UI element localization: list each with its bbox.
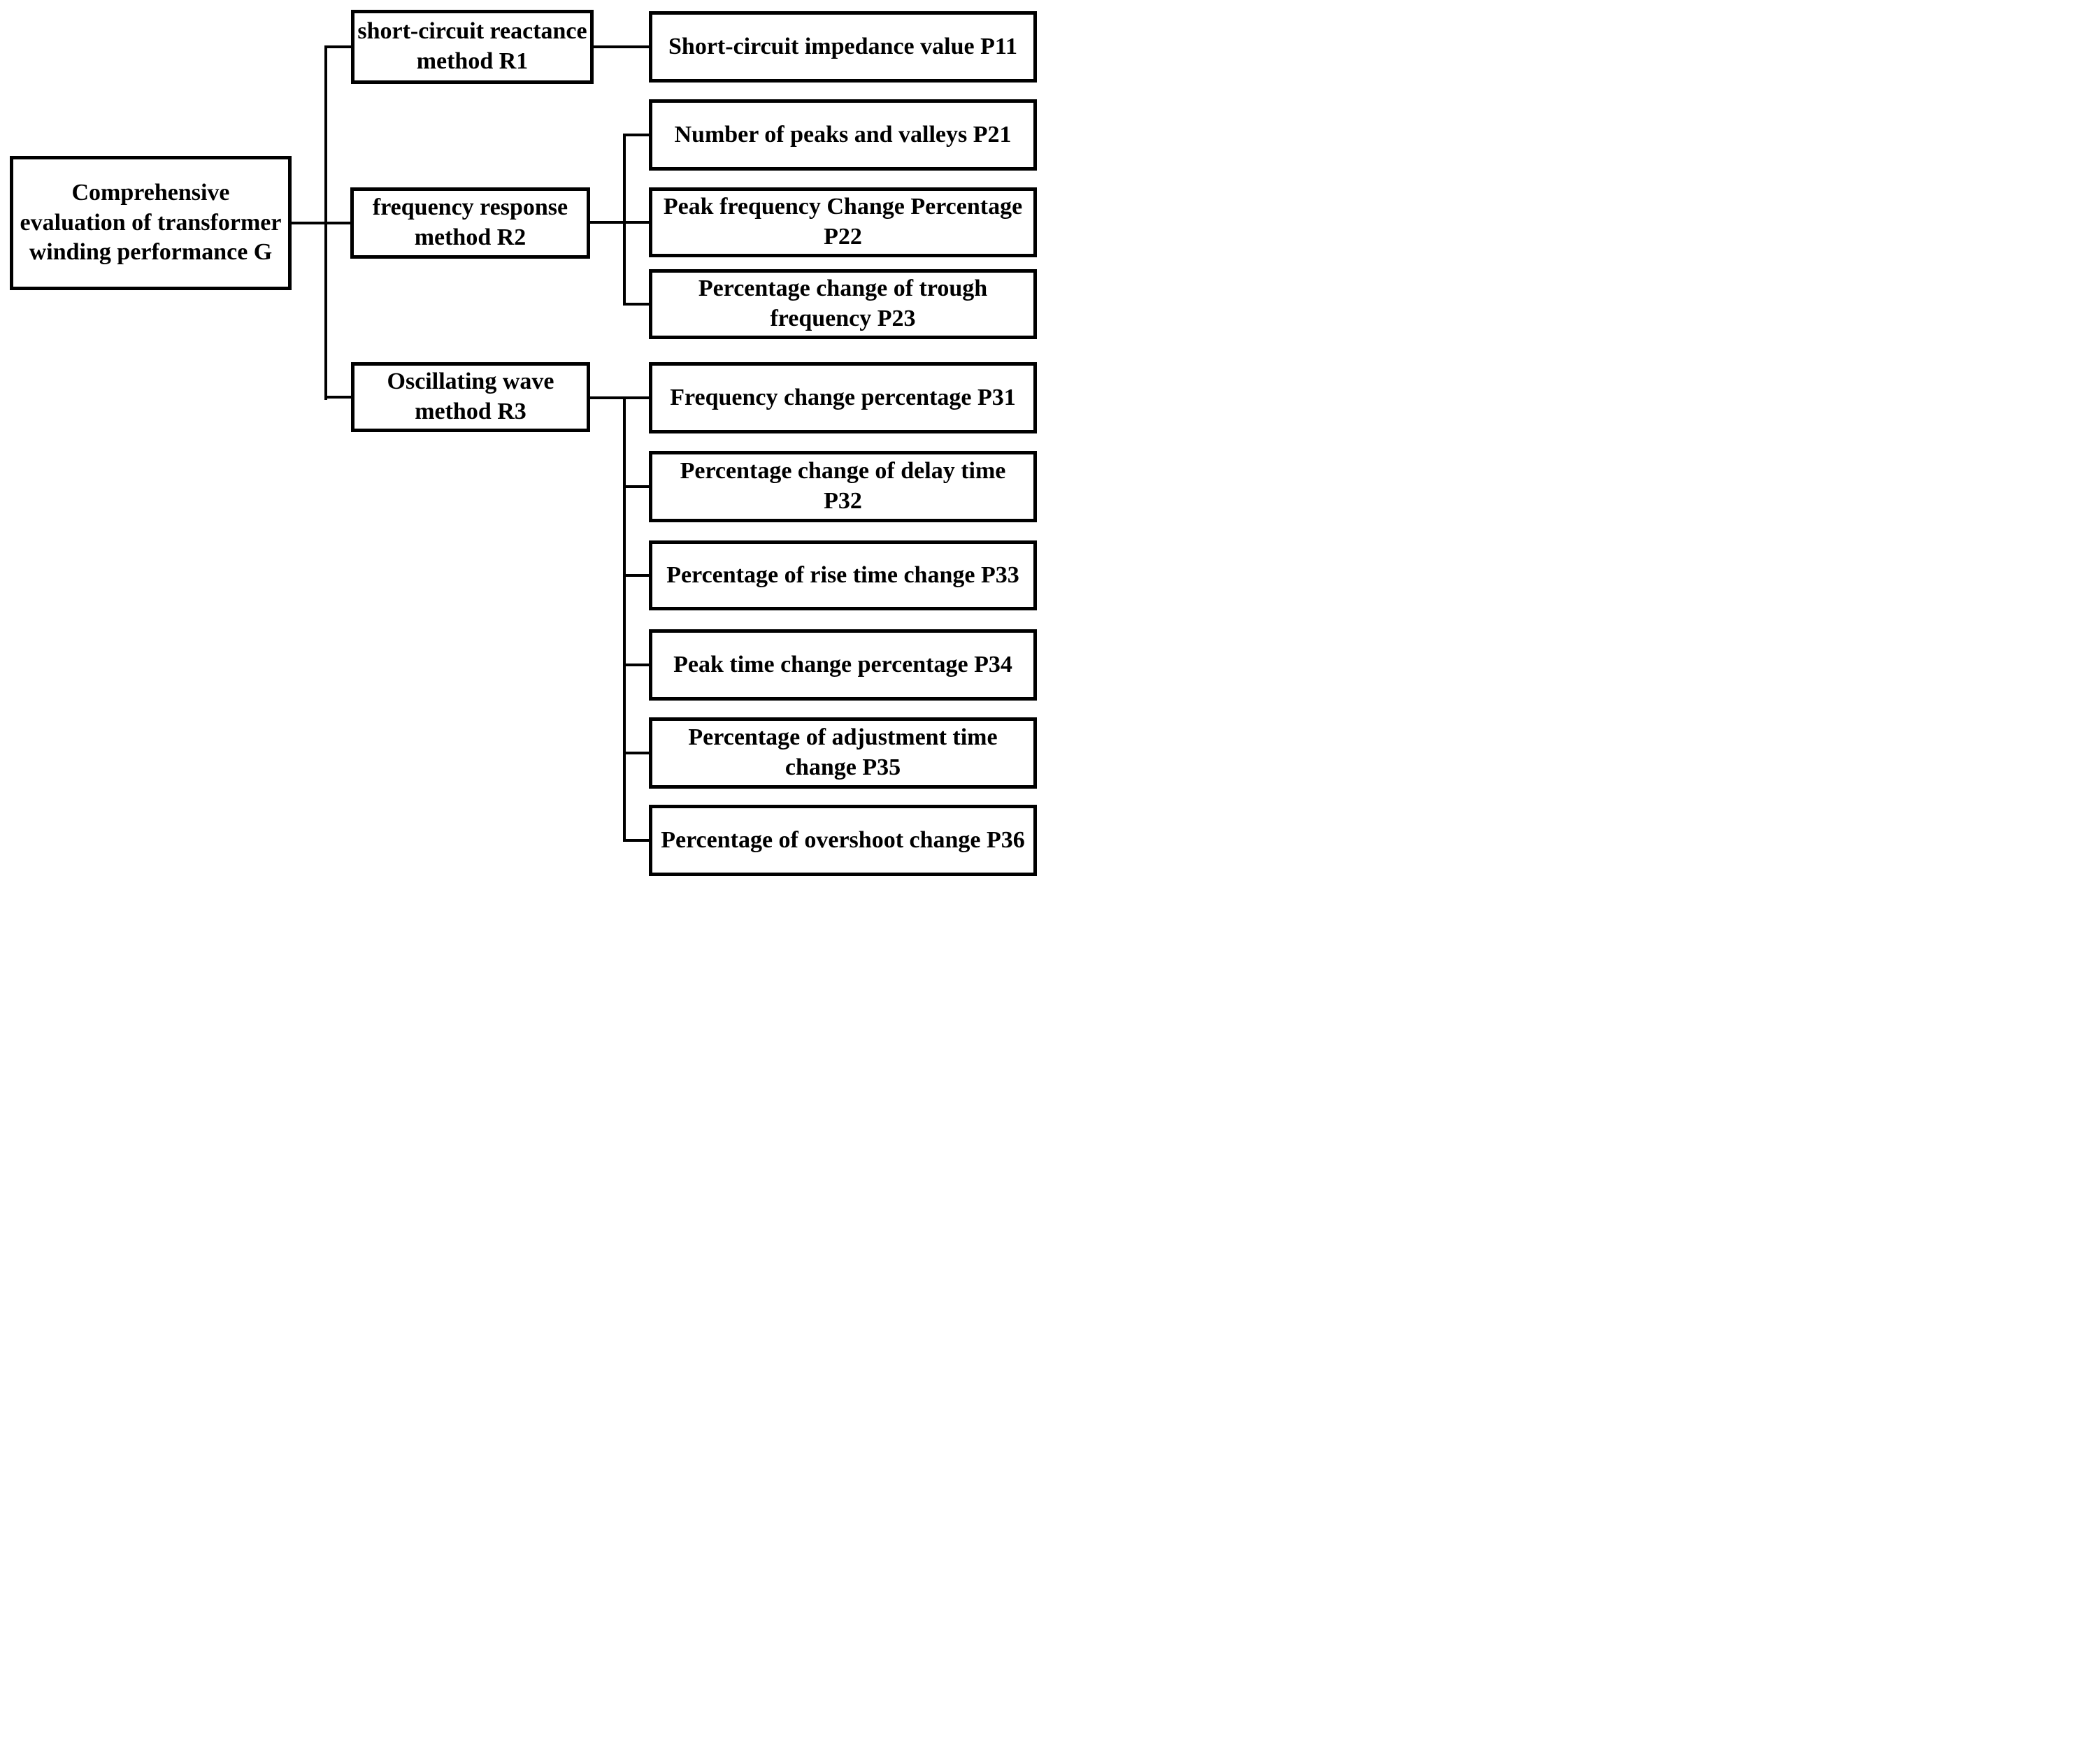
edge-r3-to-p31	[590, 396, 649, 399]
node-indicator-p32: Percentage change of delay time P32	[649, 451, 1037, 522]
edge-trunk-to-p23	[623, 303, 649, 306]
node-p22-label: Peak frequency Change Percentage P22	[663, 194, 1023, 250]
node-criterion-r1: short-circuit reactance method R1	[351, 10, 594, 84]
node-indicator-p21: Number of peaks and valleys P21	[649, 99, 1037, 171]
node-indicator-p35: Percentage of adjustment time change P35	[649, 717, 1037, 789]
edge-trunk-to-r3	[324, 396, 351, 399]
node-r1-label: short-circuit reactance method R1	[357, 18, 587, 74]
edge-trunk-to-p34	[623, 664, 649, 666]
node-indicator-p23: Percentage change of trough frequency P2…	[649, 269, 1037, 339]
r3-indicators-trunk-line	[623, 396, 626, 842]
edge-trunk-to-p35	[623, 752, 649, 754]
node-p31-label: Frequency change percentage P31	[670, 384, 1016, 410]
node-goal-g: Comprehensive evaluation of transformer …	[10, 156, 292, 290]
node-criterion-r3: Oscillating wave method R3	[351, 362, 590, 432]
edge-goal-to-trunk	[292, 222, 327, 224]
node-p34-label: Peak time change percentage P34	[673, 651, 1012, 677]
node-indicator-p11: Short-circuit impedance value P11	[649, 11, 1037, 83]
node-p32-label: Percentage change of delay time P32	[680, 458, 1006, 514]
node-p23-label: Percentage change of trough frequency P2…	[698, 275, 988, 331]
edge-trunk-to-r2	[324, 222, 350, 224]
edge-trunk-to-r1	[324, 45, 351, 48]
node-p11-label: Short-circuit impedance value P11	[668, 33, 1017, 59]
node-indicator-p36: Percentage of overshoot change P36	[649, 805, 1037, 876]
edge-trunk-to-p36	[623, 839, 649, 842]
node-indicator-p34: Peak time change percentage P34	[649, 629, 1037, 701]
node-criterion-r2: frequency response method R2	[350, 187, 590, 259]
node-r3-label: Oscillating wave method R3	[387, 368, 554, 424]
edge-trunk-to-p21	[623, 134, 649, 136]
node-r2-label: frequency response method R2	[372, 194, 568, 250]
node-indicator-p31: Frequency change percentage P31	[649, 362, 1037, 433]
edge-r1-to-p11	[594, 45, 649, 48]
node-indicator-p22: Peak frequency Change Percentage P22	[649, 187, 1037, 257]
edge-trunk-to-p33	[623, 574, 649, 577]
node-p21-label: Number of peaks and valleys P21	[674, 121, 1012, 148]
r2-indicators-trunk-line	[623, 134, 626, 306]
hierarchy-diagram: Comprehensive evaluation of transformer …	[0, 0, 1042, 882]
node-goal-label: Comprehensive evaluation of transformer …	[20, 179, 282, 266]
node-p35-label: Percentage of adjustment time change P35	[688, 724, 998, 780]
node-p36-label: Percentage of overshoot change P36	[661, 826, 1025, 853]
edge-r2-to-p22	[590, 221, 649, 224]
edge-trunk-to-p32	[623, 485, 649, 488]
node-indicator-p33: Percentage of rise time change P33	[649, 540, 1037, 610]
node-p33-label: Percentage of rise time change P33	[666, 561, 1019, 588]
